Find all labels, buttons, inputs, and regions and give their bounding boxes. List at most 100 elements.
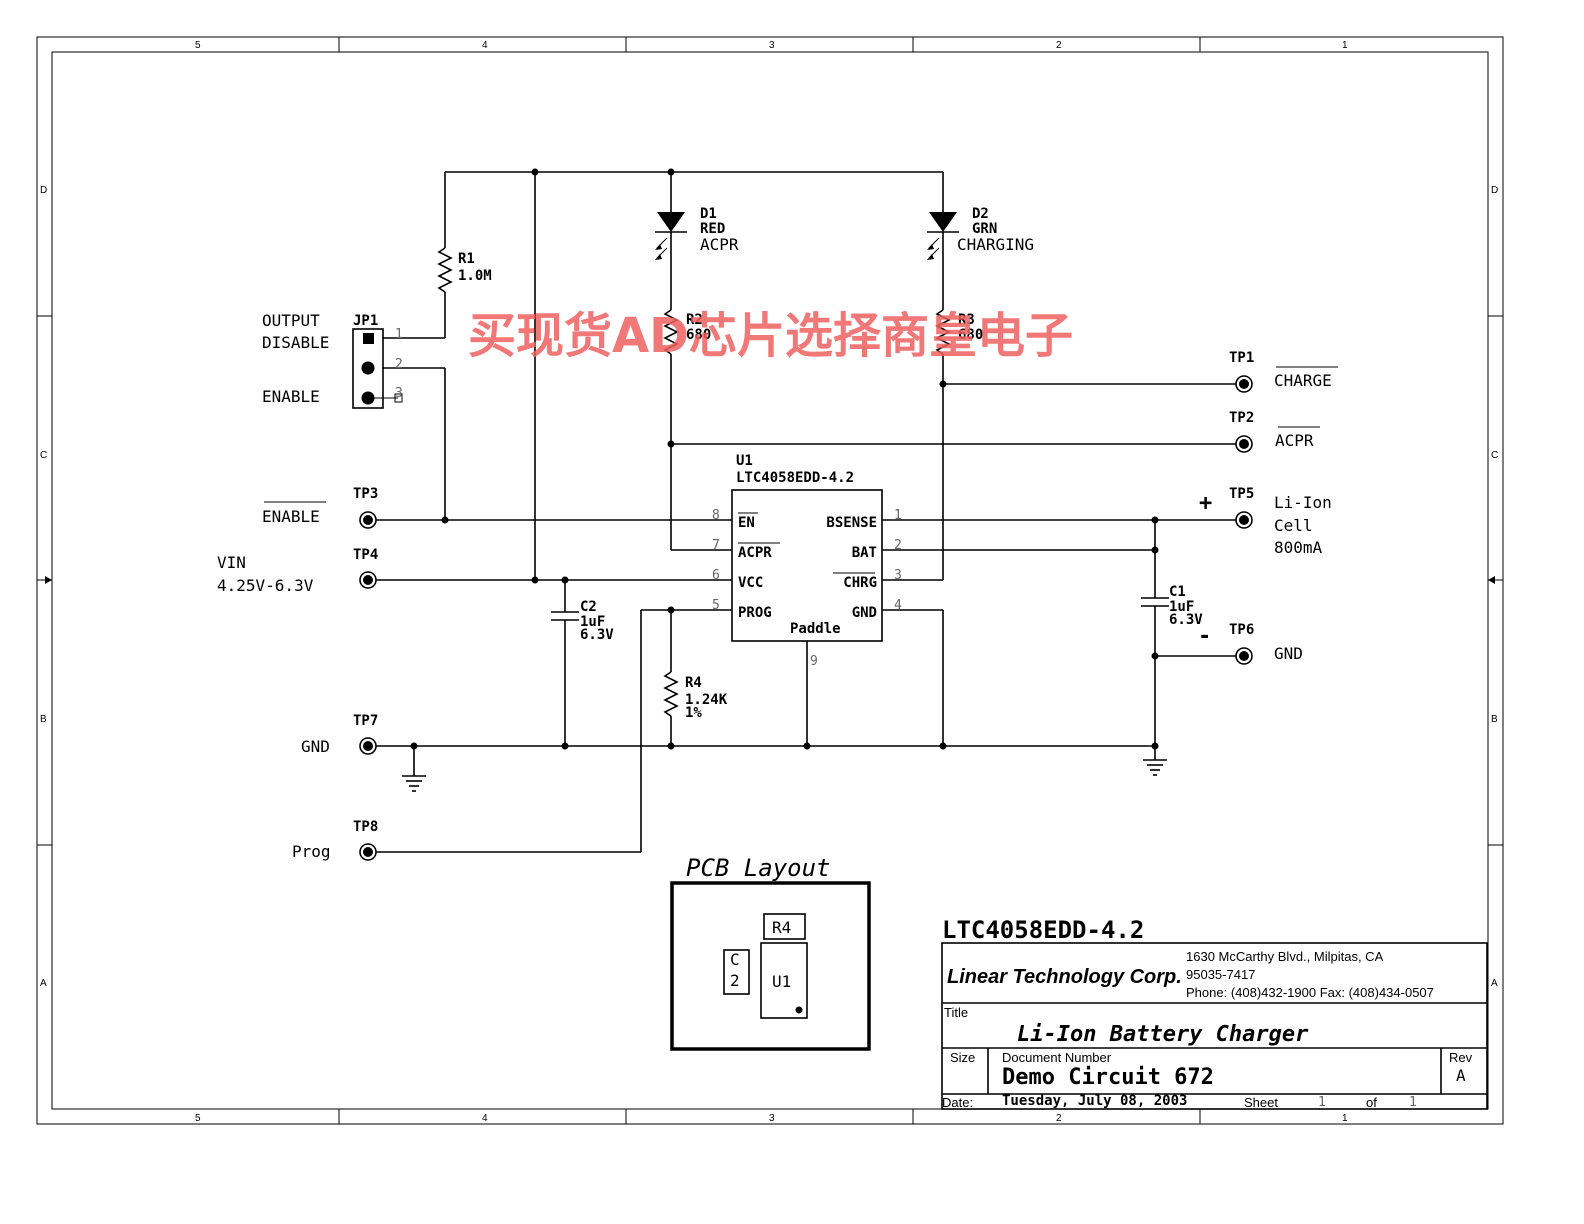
sheet-total: 1 [1409,1095,1417,1110]
tp4-label-range: 4.25V-6.3V [217,576,314,595]
col-label: 3 [769,1113,775,1124]
r1-value: 1.0M [458,268,492,284]
tp5-label: Li-Ion [1274,493,1332,512]
u1-pin-chrg: CHRG [843,575,877,591]
tp4-ref: TP4 [353,547,378,563]
resistor-r1: R1 1.0M [437,247,492,293]
d2-label: CHARGING [957,235,1034,254]
row-label: C [40,450,47,461]
jp1-ref: JP1 [353,313,378,329]
jp1-output-label: OUTPUT [262,311,320,330]
col-label: 2 [1056,40,1062,51]
tp8-ref: TP8 [353,819,378,835]
company-name: Linear Technology Corp. [947,966,1182,988]
jp1-pin: 3 [395,386,403,401]
row-label: B [1491,714,1498,725]
tp6-ref: TP6 [1229,622,1254,638]
col-label: 2 [1056,1113,1062,1124]
r2-value: 680 [686,327,711,343]
led-d2: D2 GRN CHARGING [927,206,1034,260]
u1-pin-num: 8 [712,508,720,523]
col-label: 3 [769,40,775,51]
u1-pin-num: 9 [810,654,818,669]
col-label: 5 [195,1113,201,1124]
tp5-ref: TP5 [1229,486,1254,502]
jp1-enable-label: ENABLE [262,387,320,406]
docnum-label: Document Number [1002,1050,1112,1065]
row-label: A [40,978,47,989]
pcb-u1: U1 [772,972,791,991]
r1-ref: R1 [458,251,475,267]
tp5-label: 800mA [1274,538,1323,557]
u1-pin-num: 4 [894,598,902,613]
col-label: 5 [195,40,201,51]
col-label: 1 [1342,1113,1348,1124]
u1-pin-num: 2 [894,538,902,553]
pcb-layout: PCB Layout R4 C 2 U1 [670,854,871,1051]
u1-part: LTC4058EDD-4.2 [736,470,854,486]
u1-pin-num: 1 [894,508,902,523]
document-number: Demo Circuit 672 [1002,1065,1214,1090]
col-label: 1 [1342,40,1348,51]
r3-value: 680 [958,327,983,343]
jp1-pin: 1 [395,327,403,342]
jp1-pin: 2 [395,357,403,372]
tp7-label: GND [301,737,330,756]
wires [376,171,1236,853]
tp3-ref: TP3 [353,486,378,502]
tp6-minus-sign: - [1198,624,1211,649]
sheet-number: 1 [1318,1095,1326,1110]
u1-pin-en: EN [738,515,755,531]
c1-value: 1uF [1169,599,1194,615]
c2-voltage: 6.3V [580,627,614,643]
testpoint-tp5: TP5 + Li-Ion Cell 800mA [1199,486,1332,557]
tp5-plus-sign: + [1199,491,1212,516]
tp2-label: ACPR [1275,431,1314,450]
title-block: LTC4058EDD-4.2 Linear Technology Corp. 1… [941,916,1488,1110]
row-label: D [40,185,47,196]
ic-u1: U1 LTC4058EDD-4.2 8 7 6 5 EN ACPR VCC PR… [712,453,902,669]
row-label: B [40,714,47,725]
ground-symbol [1143,759,1167,776]
part-heading: LTC4058EDD-4.2 [942,916,1144,944]
rev-label: Rev [1449,1050,1473,1065]
pcb-c2: C [730,950,740,969]
testpoint-tp2: TP2 ACPR [1229,410,1320,453]
d1-label: ACPR [700,235,739,254]
u1-pin-num: 3 [894,568,902,583]
row-label: C [1491,450,1498,461]
of-label: of [1366,1095,1377,1110]
junctions [410,168,1159,750]
tp1-ref: TP1 [1229,350,1254,366]
tp2-ref: TP2 [1229,410,1254,426]
phone-line: Phone: (408)432-1900 Fax: (408)434-0507 [1186,985,1434,1000]
tp3-label: ENABLE [262,507,320,526]
jumper-jp1: JP1 1 2 3 OUTPUT DISABLE ENABLE [262,311,403,409]
jp1-disable-label: DISABLE [262,333,329,352]
u1-pin-bat: BAT [852,545,877,561]
pcb-c2: 2 [730,971,740,990]
row-label: A [1491,978,1498,989]
col-label: 4 [482,40,488,51]
tp8-label: Prog [292,842,331,861]
watermark: 买现货AD芯片选择商皇电子 [468,308,1073,364]
tp5-label: Cell [1274,516,1313,535]
r2-ref: R2 [686,312,703,328]
resistor-r3: R3 680 [935,309,983,355]
address-line: 1630 McCarthy Blvd., Milpitas, CA [1186,949,1384,964]
testpoint-tp1: TP1 CHARGE [1229,350,1338,393]
pcb-title: PCB Layout [686,854,831,882]
r3-ref: R3 [958,312,975,328]
u1-paddle: Paddle [790,621,841,637]
testpoint-tp6: TP6 - GND [1198,622,1303,665]
resistor-r4: R4 1.24K 1% [663,671,728,721]
title-label: Title [944,1005,968,1020]
testpoint-tp4: TP4 VIN 4.25V-6.3V [217,547,378,595]
tp4-label-vin: VIN [217,553,246,572]
r4-ref: R4 [685,675,702,691]
row-label: D [1491,185,1498,196]
u1-pin-num: 7 [712,538,720,553]
tp6-label: GND [1274,644,1303,663]
ground-symbol [402,775,426,792]
revision: A [1456,1066,1466,1085]
